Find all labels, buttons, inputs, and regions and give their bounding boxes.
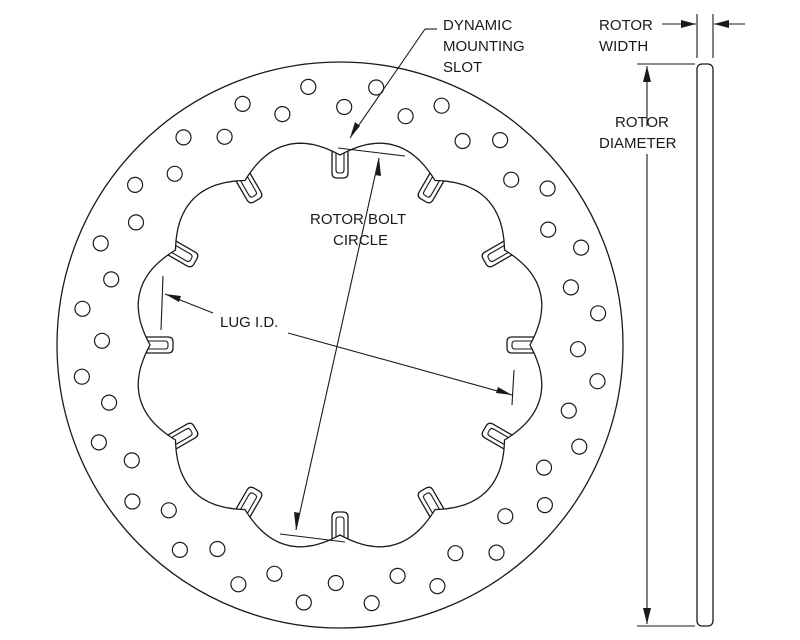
drilled-hole bbox=[368, 79, 385, 96]
bolt-circle-dimension bbox=[279, 147, 406, 543]
drilled-hole bbox=[160, 502, 177, 519]
drilled-hole bbox=[497, 508, 514, 525]
mounting-slot bbox=[417, 172, 445, 204]
rotor-side-view bbox=[696, 63, 714, 627]
rotor-outer-edge bbox=[56, 61, 624, 629]
drilled-hole bbox=[74, 300, 91, 317]
drilled-hole bbox=[589, 305, 607, 322]
drilled-hole bbox=[562, 279, 580, 296]
drilled-hole bbox=[216, 128, 233, 145]
label-lug-id: LUG I.D. bbox=[220, 314, 278, 331]
label-bolt-circle-2: CIRCLE bbox=[333, 232, 388, 249]
drilled-hole bbox=[327, 574, 344, 592]
drilled-hole bbox=[571, 438, 588, 455]
drilled-hole bbox=[488, 544, 505, 561]
label-dynamic: DYNAMIC bbox=[443, 17, 512, 34]
drilled-hole bbox=[127, 176, 144, 193]
mounting-slot bbox=[506, 336, 534, 354]
drilled-hole bbox=[100, 394, 118, 411]
label-slot: SLOT bbox=[443, 59, 482, 76]
drilled-hole bbox=[503, 171, 520, 188]
drilled-hole bbox=[389, 567, 406, 585]
drilled-hole bbox=[127, 214, 145, 231]
drilled-hole bbox=[124, 493, 141, 510]
drilled-hole bbox=[336, 98, 353, 116]
lug-id-dimension bbox=[160, 275, 515, 406]
drilled-hole bbox=[93, 332, 111, 349]
drilled-hole bbox=[209, 540, 226, 558]
drilled-hole bbox=[454, 132, 471, 150]
drilled-hole bbox=[397, 108, 414, 125]
drilled-hole bbox=[295, 594, 312, 611]
mounting-slot bbox=[235, 486, 263, 518]
mounting-slot bbox=[481, 240, 513, 268]
rotor-width-dimension bbox=[662, 14, 745, 58]
drilled-hole bbox=[492, 132, 509, 149]
drilled-hole bbox=[300, 78, 317, 96]
drilled-hole bbox=[171, 541, 188, 559]
drilled-hole bbox=[569, 341, 587, 358]
label-rotor-diameter-1: ROTOR bbox=[615, 114, 669, 131]
mounting-slot-leader bbox=[349, 28, 437, 139]
drilled-hole bbox=[90, 434, 108, 451]
label-rotor-diameter-2: DIAMETER bbox=[599, 135, 677, 152]
rotor-inner-scallop bbox=[137, 142, 543, 548]
drilled-hole bbox=[175, 129, 192, 146]
drilled-hole bbox=[447, 545, 464, 562]
drilled-hole bbox=[535, 459, 553, 476]
mounting-slot bbox=[146, 336, 174, 354]
mounting-slot bbox=[167, 240, 199, 268]
mounting-slots bbox=[146, 151, 534, 539]
label-bolt-circle-1: ROTOR BOLT bbox=[310, 211, 406, 228]
label-rotor-width-1: ROTOR bbox=[599, 17, 653, 34]
mounting-slot bbox=[331, 511, 349, 539]
mounting-slot bbox=[417, 486, 445, 518]
drilled-hole bbox=[433, 97, 450, 114]
drilled-hole bbox=[363, 594, 380, 612]
rotor-diameter-dimension bbox=[637, 63, 695, 627]
drilled-hole bbox=[73, 368, 91, 385]
drilled-hole bbox=[274, 105, 291, 123]
mounting-slot bbox=[167, 422, 199, 450]
mounting-slot bbox=[481, 422, 513, 450]
drilled-hole bbox=[536, 497, 554, 514]
drilled-hole bbox=[572, 239, 590, 256]
drilled-holes bbox=[73, 78, 607, 612]
drilled-hole bbox=[589, 373, 606, 390]
mounting-slot bbox=[235, 172, 263, 204]
drilled-hole bbox=[429, 577, 446, 595]
drilled-hole bbox=[234, 95, 251, 113]
label-rotor-width-2: WIDTH bbox=[599, 38, 648, 55]
drilled-hole bbox=[230, 576, 247, 593]
drilled-hole bbox=[539, 180, 556, 197]
drilled-hole bbox=[266, 565, 283, 582]
mounting-slot bbox=[331, 151, 349, 179]
drilled-hole bbox=[103, 271, 120, 288]
drilled-hole bbox=[166, 165, 183, 182]
drilled-hole bbox=[92, 235, 109, 252]
label-mounting: MOUNTING bbox=[443, 38, 525, 55]
drilled-hole bbox=[560, 402, 577, 419]
drilled-hole bbox=[123, 452, 140, 469]
drilled-hole bbox=[540, 221, 557, 238]
